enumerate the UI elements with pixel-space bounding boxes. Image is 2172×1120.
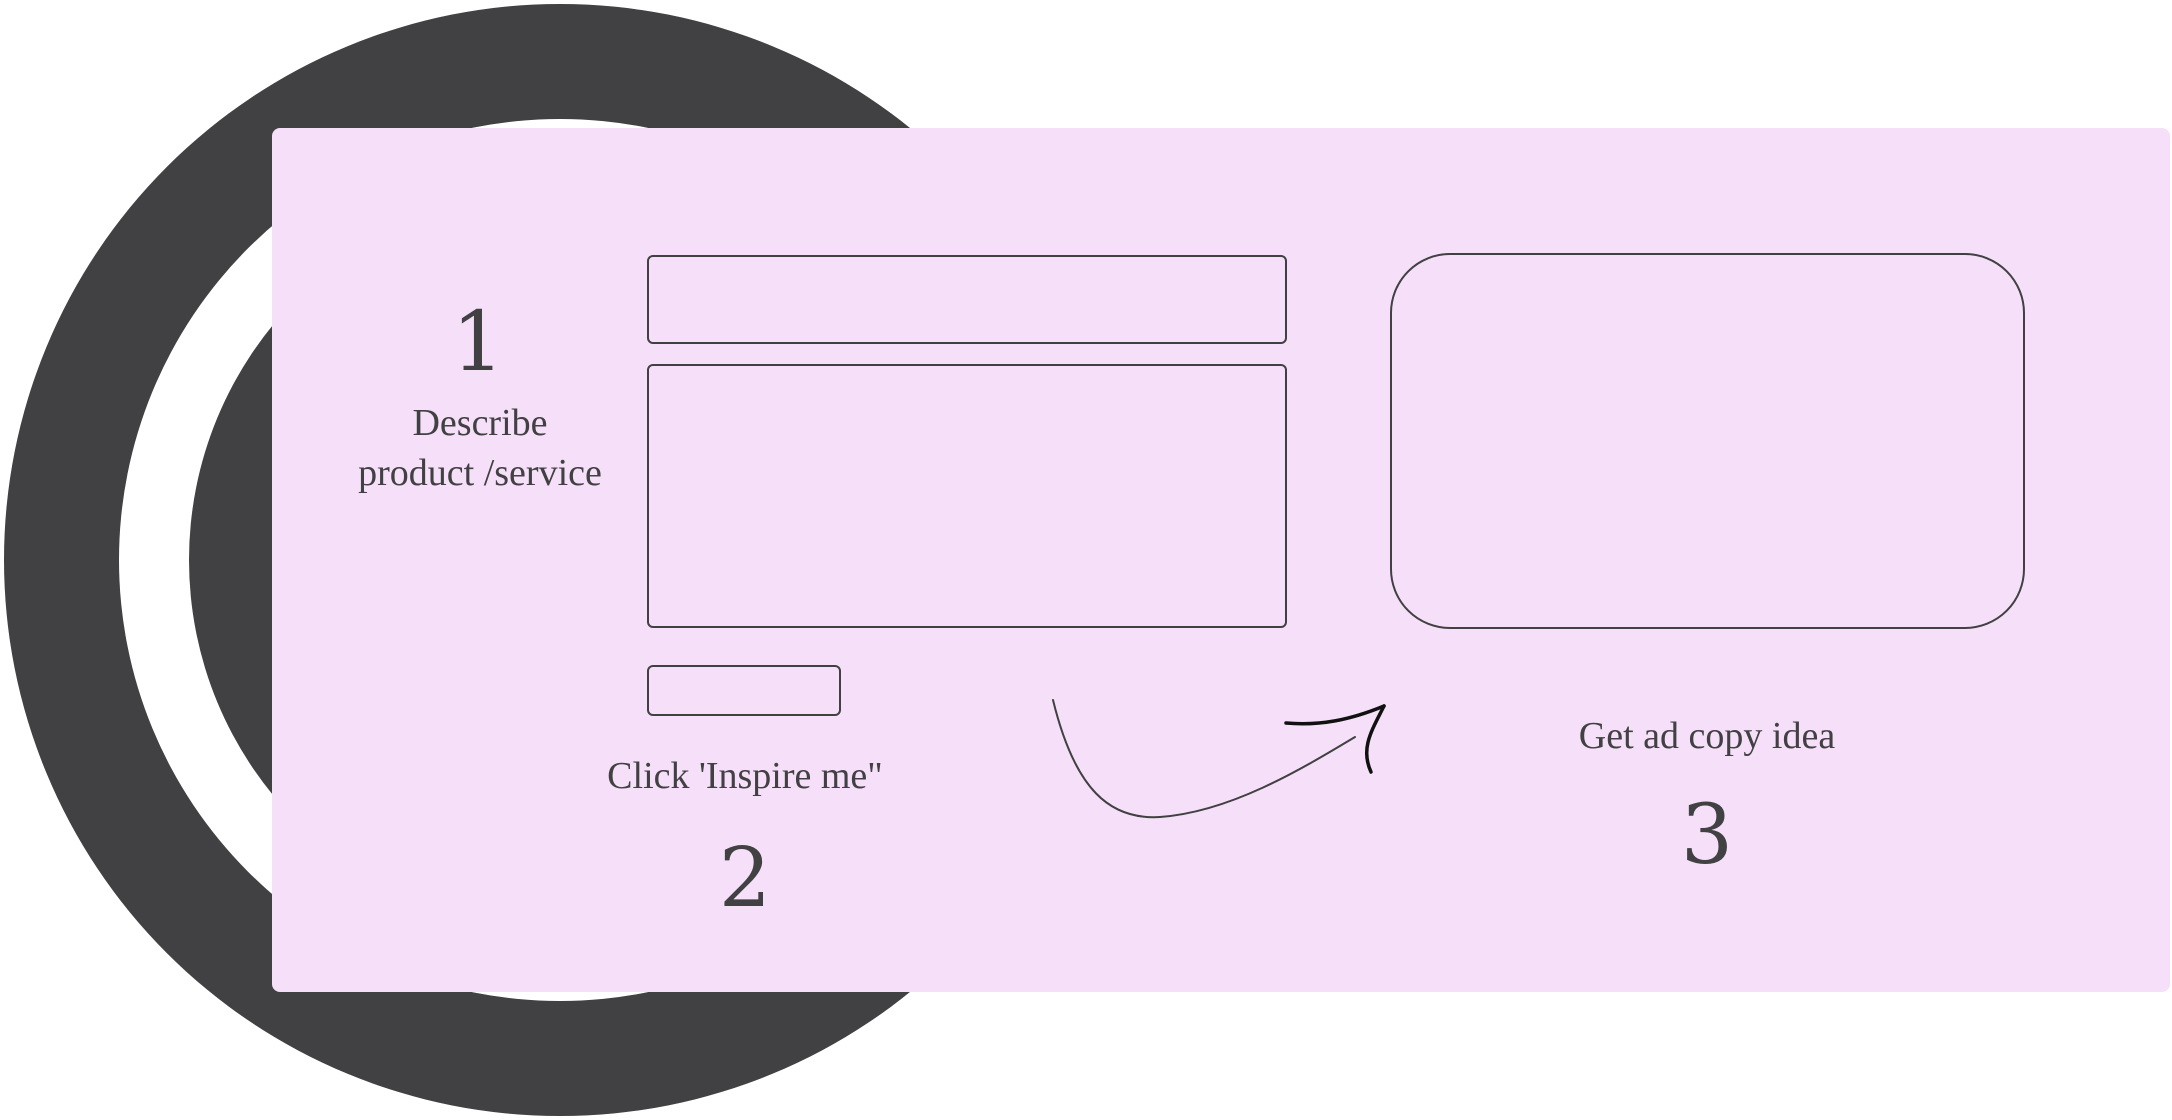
step-2-label: Click 'Inspire me" [607, 755, 883, 797]
step-3-number: 3 [1680, 788, 1734, 883]
step-1-label-line-1: Describe [412, 402, 548, 444]
step-3-label: Get ad copy idea [1578, 715, 1836, 757]
step-1-label: Describe product /service [300, 398, 660, 498]
product-description-input[interactable] [647, 364, 1287, 628]
step-1-number: 1 [451, 295, 505, 390]
inspire-me-button[interactable] [647, 665, 841, 716]
product-title-input[interactable] [647, 255, 1287, 344]
step-2-number: 2 [718, 831, 772, 926]
ad-copy-output-box [1390, 253, 2025, 629]
step-1-label-line-2: product /service [358, 452, 602, 494]
